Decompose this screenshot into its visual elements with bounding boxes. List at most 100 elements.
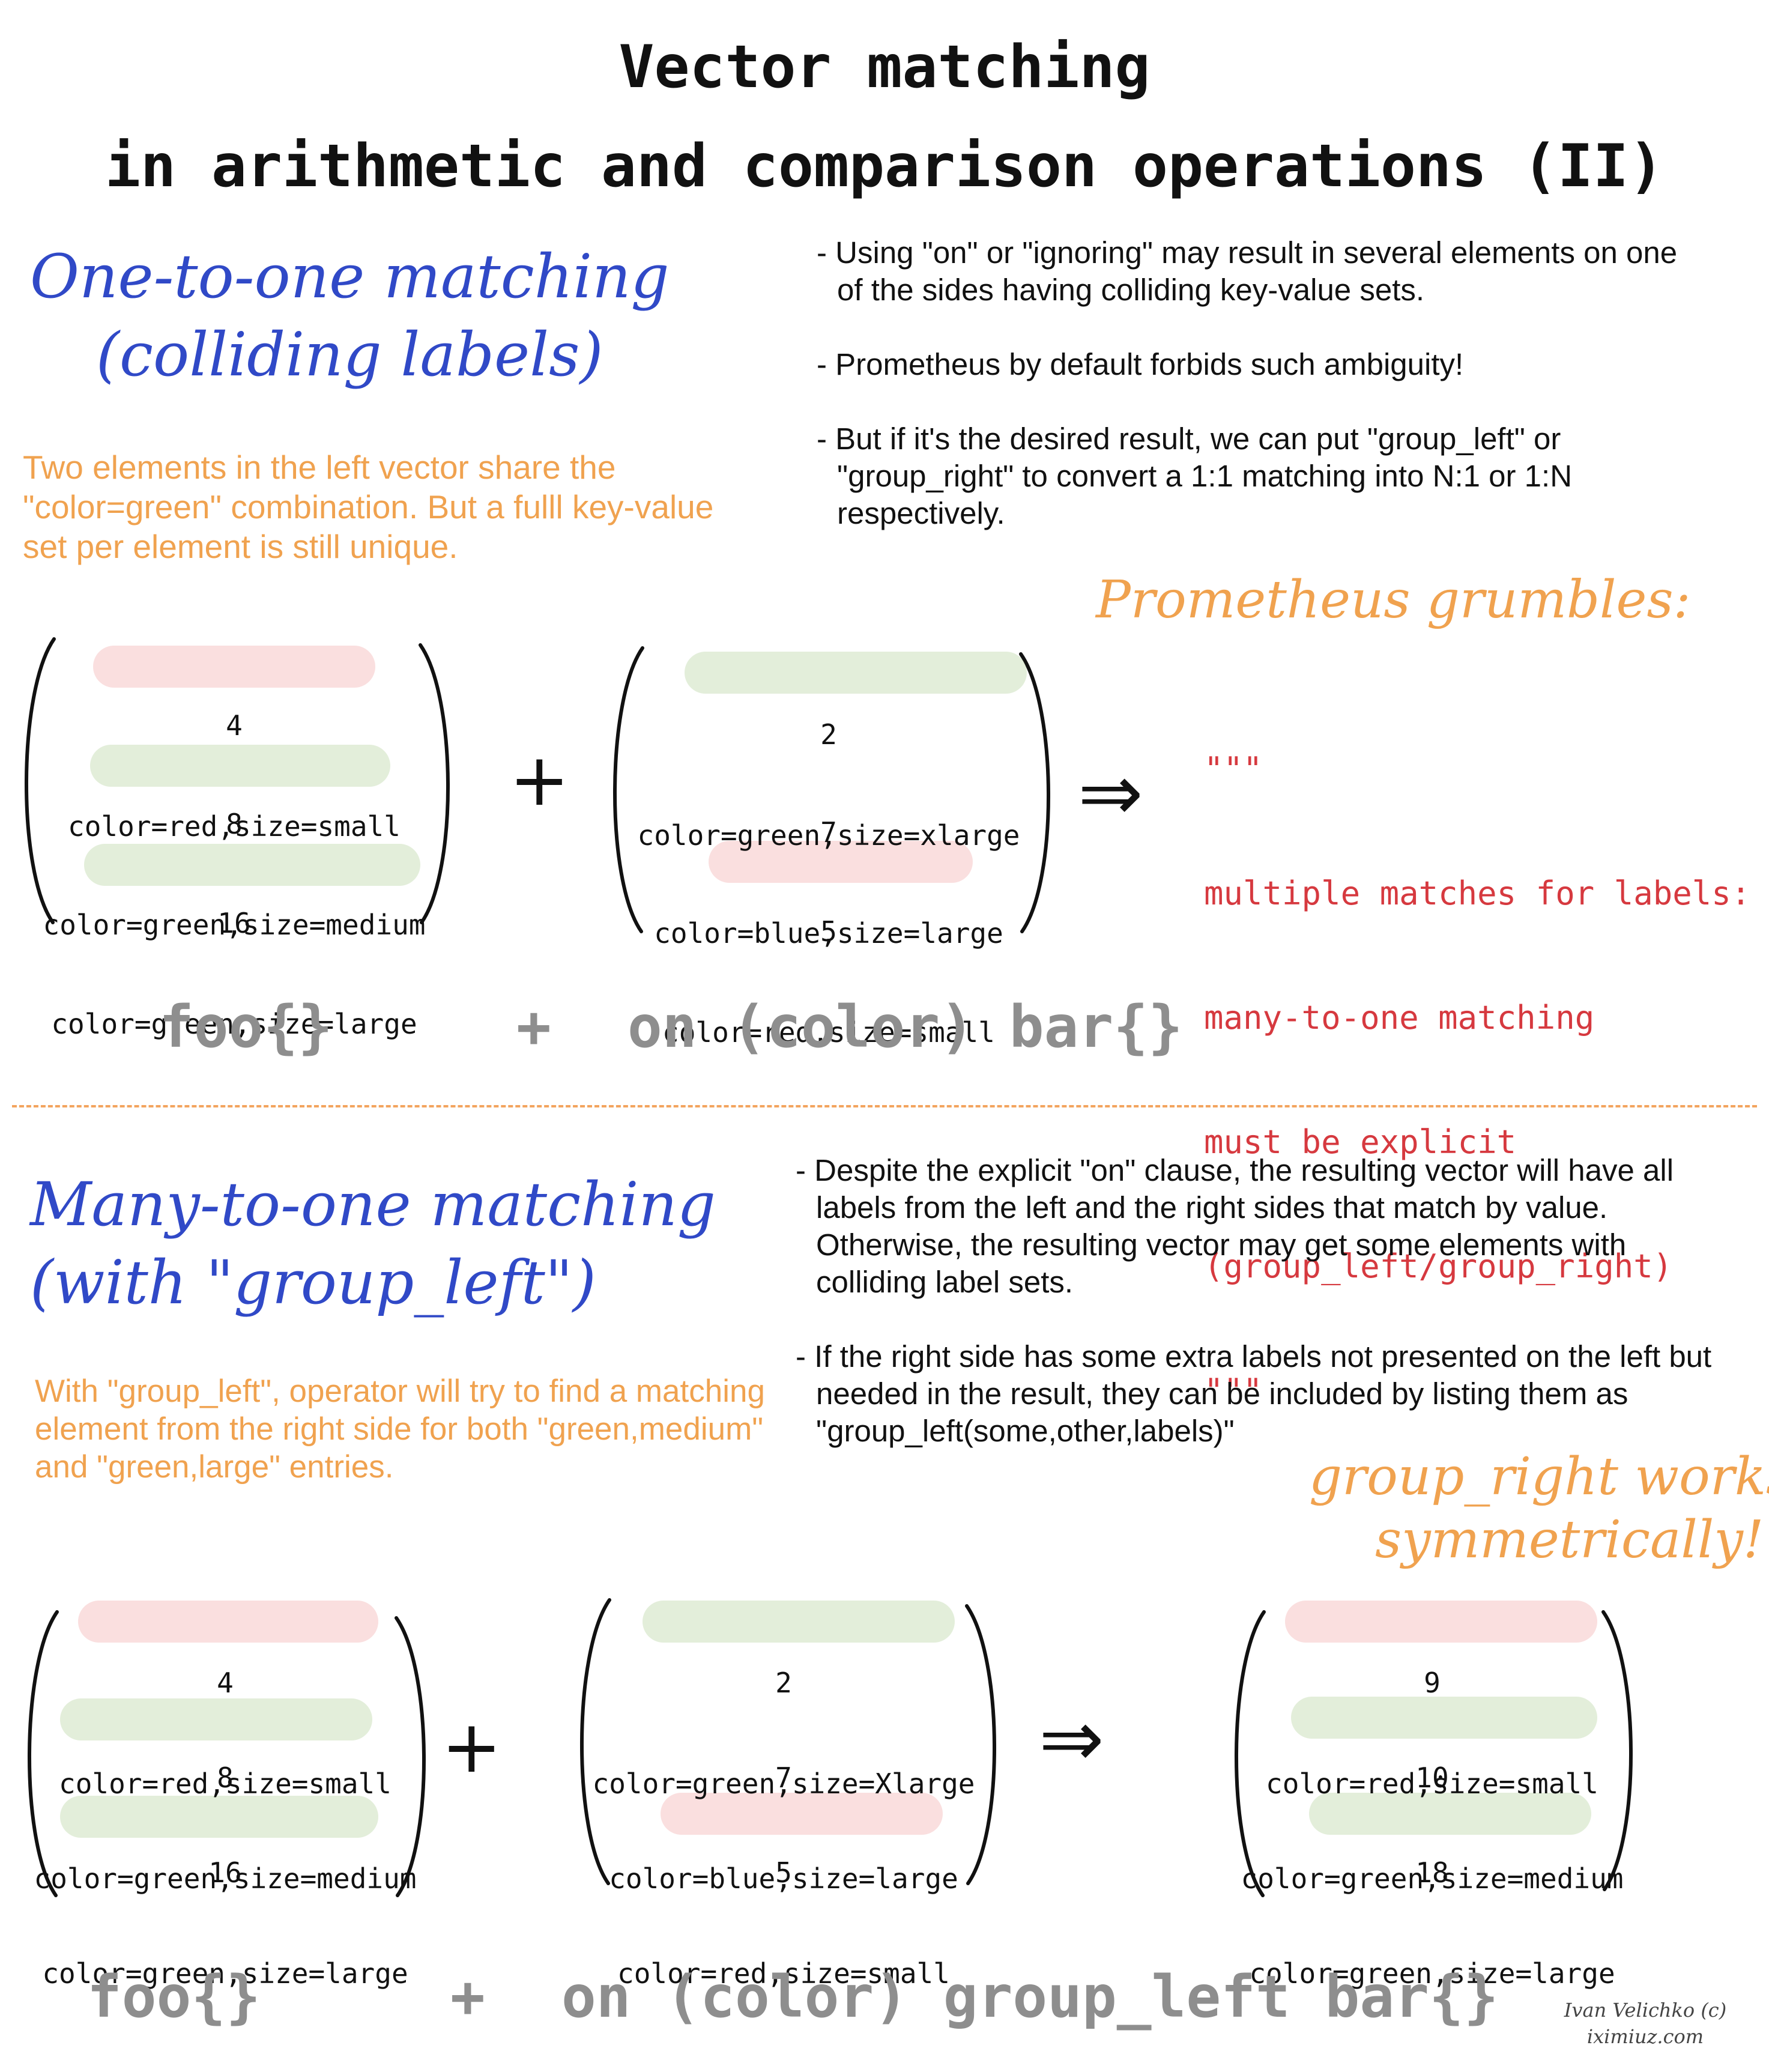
element-value: 7 — [820, 816, 837, 849]
element-value: 4 — [226, 709, 243, 742]
right-paren — [395, 1616, 426, 1897]
section2-expression-right: on (color) group_left bar{} — [561, 1963, 1499, 2031]
right-paren — [1019, 652, 1050, 933]
element-value: 18 — [1415, 1856, 1449, 1889]
vector-element: 8 color=green,size=medium — [27, 1694, 423, 1963]
section1-bullets: - Using "on" or "ignoring" may result in… — [817, 234, 1705, 532]
section2-bullet-1: - Despite the explicit "on" clause, the … — [796, 1153, 1674, 1299]
element-value: 2 — [775, 1667, 792, 1699]
vector-element: 16 color=green,size=large — [27, 1789, 423, 2058]
element-labels: color=red,size=small — [59, 1768, 392, 1800]
title-line-1: Vector matching — [618, 33, 1151, 101]
highlight-green — [643, 1601, 955, 1643]
element-value: 8 — [217, 1762, 234, 1794]
right-paren — [419, 643, 450, 924]
section2-expression-left: foo{} — [87, 1963, 261, 2031]
element-labels: color=green,size=large — [51, 1008, 417, 1040]
vector-element: 2 color=green,size=Xlarge — [585, 1599, 982, 1868]
element-labels: color=red,size=small — [662, 1016, 995, 1049]
element-labels: color=blue,size=large — [609, 1862, 958, 1895]
right-paren — [1601, 1610, 1633, 1891]
error-line: many-to-one matching — [1204, 999, 1595, 1037]
left-paren — [1235, 1610, 1266, 1897]
vector-element: 7 color=blue,size=large — [624, 748, 1033, 1017]
element-value: 8 — [226, 808, 243, 840]
vector-element: 2 color=green,size=xlarge — [624, 650, 1033, 919]
credit-author: Ivan Velichko (c) — [1564, 1999, 1727, 2022]
error-line: must be explicit — [1204, 1123, 1517, 1161]
element-value: 4 — [217, 1667, 234, 1699]
vector-element: 4 color=red,size=small — [27, 1599, 423, 1868]
section2-heading-line-2: (with "group_left") — [30, 1247, 596, 1318]
section1-note: Two elements in the left vector share th… — [23, 449, 714, 565]
highlight-green — [90, 745, 390, 787]
vector-element: 16 color=green,size=large — [36, 839, 432, 1108]
element-value: 5 — [775, 1856, 792, 1889]
error-message: """ multiple matches for labels: many-to… — [1204, 665, 1750, 1453]
plus-operator: + — [441, 1706, 502, 1789]
highlight-red — [709, 841, 973, 883]
element-labels: color=green,size=Xlarge — [592, 1768, 975, 1800]
right-paren — [965, 1604, 996, 1885]
highlight-green — [1291, 1697, 1597, 1739]
element-value: 5 — [820, 915, 837, 948]
section1-bullet-3: - But if it's the desired result, we can… — [817, 422, 1573, 530]
element-value: 10 — [1415, 1762, 1449, 1794]
section2-heading-line-1: Many-to-one matching — [30, 1169, 716, 1240]
element-value: 7 — [775, 1762, 792, 1794]
highlight-red — [661, 1793, 943, 1835]
error-line: """ — [1204, 750, 1263, 788]
highlight-green — [1309, 1793, 1591, 1835]
section1-expression-right: on (color) bar{} — [627, 993, 1183, 1061]
element-value: 2 — [820, 718, 837, 751]
highlight-green — [60, 1698, 372, 1740]
section2-note: With "group_left", operator will try to … — [35, 1374, 765, 1485]
page-title: Vector matching in arithmetic and compar… — [0, 18, 1769, 216]
element-labels: color=blue,size=large — [654, 917, 1003, 950]
left-paren — [613, 646, 644, 933]
highlight-green — [60, 1796, 378, 1838]
element-labels: color=red,size=small — [1266, 1768, 1598, 1800]
section1-heading-line-2: (colliding labels) — [96, 320, 603, 390]
section1-expression-op: + — [516, 993, 551, 1061]
section1-bullet-2: - Prometheus by default forbids such amb… — [817, 347, 1464, 381]
element-labels: color=green,size=xlarge — [637, 819, 1020, 852]
vector-element: 4 color=red,size=small — [36, 641, 432, 910]
element-labels: color=green,size=medium — [43, 909, 426, 941]
vector-element: 7 color=blue,size=large — [585, 1694, 982, 1963]
vector-element: 5 color=red,size=small — [585, 1789, 982, 2058]
aside-line-2: symmetrically! — [1375, 1510, 1764, 1570]
element-labels: color=red,size=small — [68, 810, 401, 843]
section1-heading-line-1: One-to-one matching — [30, 241, 670, 312]
element-labels: color=green,size=large — [42, 1957, 408, 1990]
highlight-red — [1285, 1601, 1597, 1643]
left-paren — [25, 637, 56, 924]
title-line-2: in arithmetic and comparison operations … — [104, 132, 1665, 201]
highlight-red — [93, 646, 375, 688]
element-labels: color=green,size=medium — [1241, 1862, 1624, 1895]
element-value: 16 — [208, 1856, 242, 1889]
element-value: 16 — [217, 907, 251, 939]
vector-element: 10 color=green,size=medium — [1234, 1694, 1630, 1963]
result-arrow-icon: ⇒ — [1078, 747, 1143, 838]
section2-bullets: - Despite the explicit "on" clause, the … — [796, 1152, 1732, 1450]
credit: Ivan Velichko (c) iximiuz.com — [1537, 1997, 1753, 2050]
error-line: (group_left/group_right) — [1204, 1247, 1673, 1285]
vector-element: 5 color=red,size=small — [624, 847, 1033, 1116]
section2-bullet-2: - If the right side has some extra label… — [796, 1339, 1712, 1448]
section-divider — [12, 1105, 1757, 1107]
element-labels: color=red,size=small — [617, 1957, 950, 1990]
highlight-green — [84, 844, 420, 886]
vector-element: 8 color=green,size=medium — [36, 740, 432, 1009]
credit-site: iximiuz.com — [1586, 2025, 1704, 2048]
element-labels: color=green,size=medium — [34, 1862, 417, 1895]
vector-element: 9 color=red,size=small — [1234, 1599, 1630, 1868]
plus-operator: + — [509, 739, 570, 822]
error-line: multiple matches for labels: — [1204, 874, 1751, 912]
left-paren — [28, 1610, 59, 1897]
error-line: """ — [1204, 1372, 1263, 1410]
vector-element: 18 color=green,size=large — [1234, 1789, 1630, 2058]
grumble-title: Prometheus grumbles: — [1096, 570, 1691, 630]
section1-expression-left: foo{} — [159, 993, 333, 1061]
section1-bullet-1: - Using "on" or "ignoring" may result in… — [817, 235, 1678, 307]
